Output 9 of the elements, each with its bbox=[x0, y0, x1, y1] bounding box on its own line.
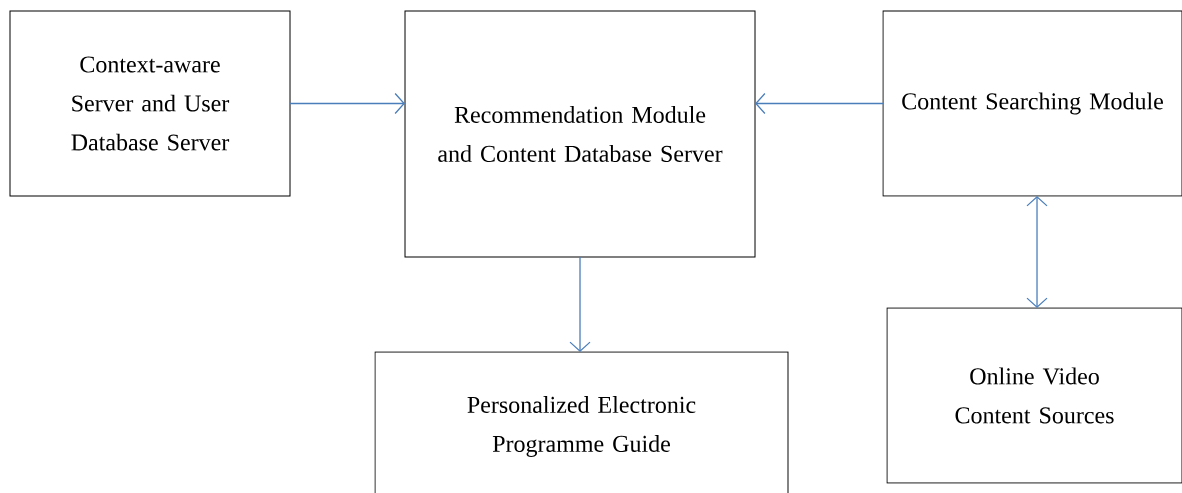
process-box: Personalized Electronic Programme Guide bbox=[374, 351, 789, 493]
arrow bbox=[1026, 196, 1048, 308]
process-box: Online Video Content Sources bbox=[886, 307, 1182, 484]
process-box: Context-aware Server and User Database Server bbox=[9, 10, 291, 197]
process-box: Recommendation Module and Content Database Server bbox=[404, 10, 756, 258]
arrow bbox=[569, 256, 591, 352]
arrow bbox=[289, 92, 405, 115]
process-box: Content Searching Module bbox=[882, 10, 1182, 197]
arrow bbox=[755, 92, 884, 115]
